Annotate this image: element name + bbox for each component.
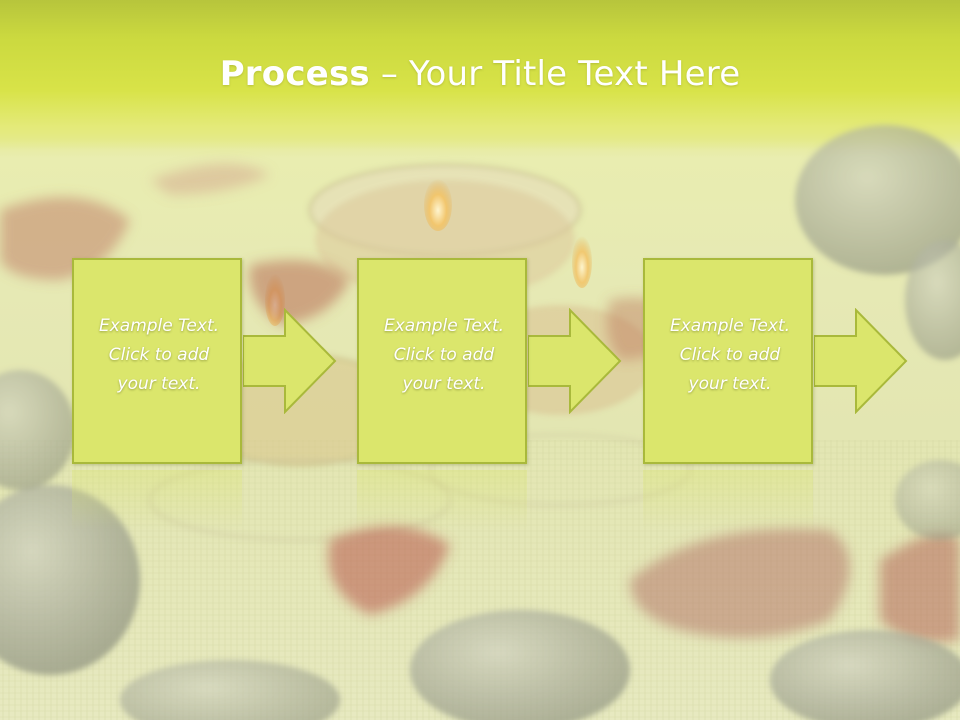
box-reflection [357, 470, 527, 530]
process-step-2[interactable]: Example Text. Click to add your text. [357, 258, 527, 464]
arrow-right-icon [243, 308, 337, 414]
process-step-3[interactable]: Example Text. Click to add your text. [643, 258, 813, 464]
title-bold: Process [219, 54, 370, 94]
box-reflection [72, 470, 242, 530]
step-text: Example Text. Click to add your text. [383, 316, 505, 394]
title-rest: – Your Title Text Here [369, 54, 741, 94]
stones [0, 125, 960, 720]
slide-title[interactable]: Process – Your Title Text Here [0, 54, 960, 94]
arrow-right-icon [814, 308, 908, 414]
step-text: Example Text. Click to add your text. [98, 316, 220, 394]
title-band [0, 0, 960, 150]
box-reflection [643, 470, 813, 530]
step-text: Example Text. Click to add your text. [669, 316, 791, 394]
arrow-right-icon [528, 308, 622, 414]
process-step-1[interactable]: Example Text. Click to add your text. [72, 258, 242, 464]
